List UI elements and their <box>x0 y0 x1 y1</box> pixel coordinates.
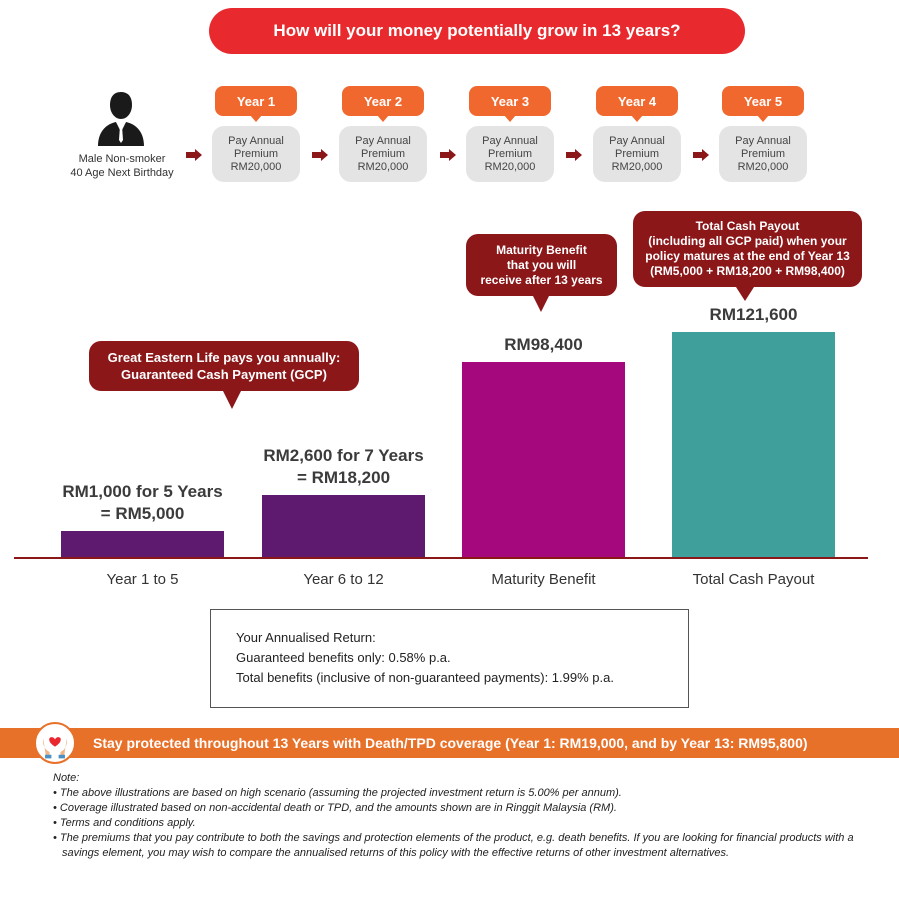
bar-year-1-to-5 <box>61 531 224 557</box>
hands-heart-icon <box>34 722 76 764</box>
total-return: Total benefits (inclusive of non-guarant… <box>236 670 614 685</box>
notes-heading: Note: <box>53 772 80 784</box>
bar-maturity-benefit <box>462 362 625 557</box>
page-title: How will your money potentially grow in … <box>209 8 745 54</box>
note-item: • The above illustrations are based on h… <box>53 787 622 799</box>
notes-section: Note: • The above illustrations are base… <box>53 771 873 861</box>
year-tag: Year 5 <box>722 86 804 122</box>
bar-value-label: RM121,600 <box>709 305 798 324</box>
category-label: Year 6 to 12 <box>303 571 384 588</box>
annualised-return-box: Your Annualised Return: Guaranteed benef… <box>210 609 689 708</box>
bar-value-label: RM98,400 <box>504 335 583 355</box>
profile-line-1: Male Non-smoker <box>78 153 166 165</box>
protection-banner: Stay protected throughout 13 Years with … <box>0 728 899 758</box>
return-heading: Your Annualised Return: <box>236 630 376 645</box>
bar-value-label: RM1,000 for 5 Years= RM5,000 <box>62 482 223 524</box>
note-item: • The premiums that you pay contribute t… <box>53 832 854 859</box>
bar-year-6-to-12 <box>262 495 425 557</box>
bar-total-cash-payout <box>672 332 835 557</box>
arrow-right-icon <box>566 149 582 161</box>
businessman-icon <box>98 92 144 146</box>
arrow-right-icon <box>186 149 202 161</box>
year-tag: Year 1 <box>215 86 297 122</box>
arrow-right-icon <box>693 149 709 161</box>
guaranteed-return: Guaranteed benefits only: 0.58% p.a. <box>236 650 451 665</box>
category-label: Maturity Benefit <box>491 571 596 588</box>
year-tag: Year 4 <box>596 86 678 122</box>
total-payout-callout: Total Cash Payout(including all GCP paid… <box>633 211 862 301</box>
gcp-callout: Great Eastern Life pays you annually:Gua… <box>89 341 359 409</box>
arrow-right-icon <box>312 149 328 161</box>
customer-profile: Male Non-smoker 40 Age Next Birthday <box>52 152 192 180</box>
profile-line-2: 40 Age Next Birthday <box>70 167 174 179</box>
category-label: Year 1 to 5 <box>106 571 179 588</box>
note-item: • Coverage illustrated based on non-acci… <box>53 802 617 814</box>
year-tag: Year 3 <box>469 86 551 122</box>
note-item: • Terms and conditions apply. <box>53 817 196 829</box>
chart-baseline <box>14 557 868 559</box>
category-label: Total Cash Payout <box>692 571 815 588</box>
year-tag: Year 2 <box>342 86 424 122</box>
arrow-right-icon <box>440 149 456 161</box>
bar-value-label: RM2,600 for 7 Years= RM18,200 <box>263 446 424 488</box>
protection-text: Stay protected throughout 13 Years with … <box>93 735 808 751</box>
